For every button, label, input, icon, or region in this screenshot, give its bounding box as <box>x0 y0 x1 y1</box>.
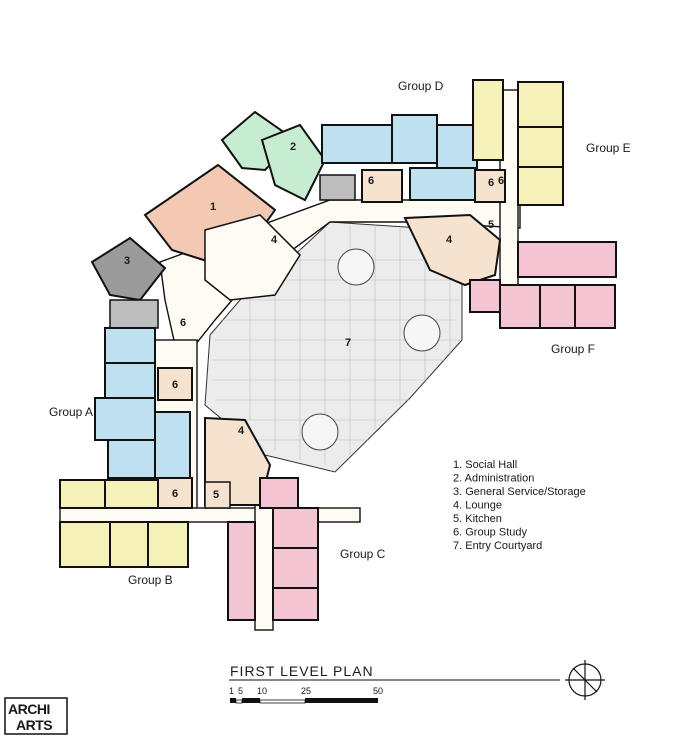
label-study-left: 6 <box>180 317 186 329</box>
label-study-d: 6 <box>488 177 494 189</box>
page-title: FIRST LEVEL PLAN <box>230 663 374 679</box>
general-service-storage <box>90 236 167 302</box>
group-b-wing <box>59 479 189 568</box>
lounge-center <box>204 214 301 301</box>
group-c-wing <box>227 477 319 621</box>
legend-item: 6. Group Study <box>453 527 527 539</box>
logo-line-1: ARCHI <box>8 701 50 717</box>
scale-tick-25: 25 <box>301 686 311 696</box>
legend-item: 5. Kitchen <box>453 513 502 525</box>
kitchen-c <box>204 481 231 509</box>
room-numbers: 1 2 3 4 4 4 5 5 6 6 6 6 6 6 7 <box>124 141 504 501</box>
lounge-d <box>403 213 502 287</box>
archiarts-logo: ARCHI ARTS <box>4 697 68 735</box>
label-group-e: Group E <box>586 141 631 155</box>
scale-bar: 1 5 10 25 50 <box>229 686 383 704</box>
scale-tick-5: 5 <box>238 686 243 696</box>
label-kitchen-d: 5 <box>488 219 494 231</box>
group-d-wing <box>321 114 478 201</box>
label-social-hall: 1 <box>210 201 216 213</box>
administration-annex <box>260 123 327 202</box>
label-group-b: Group B <box>128 573 173 587</box>
label-lounge-c: 4 <box>238 425 245 437</box>
scale-tick-10: 10 <box>257 686 267 696</box>
label-storage: 3 <box>124 255 130 267</box>
label-study-a: 6 <box>172 379 178 391</box>
label-lounge-center: 4 <box>271 234 278 246</box>
legend-item: 1. Social Hall <box>453 459 517 471</box>
group-a-wing <box>94 327 191 479</box>
legend-item: 2. Administration <box>453 473 534 485</box>
group-e-wing <box>472 79 564 206</box>
north-arrow-icon <box>565 660 605 700</box>
label-courtyard: 7 <box>345 337 351 349</box>
scale-tick-1: 1 <box>229 686 234 696</box>
label-kitchen-c: 5 <box>213 489 219 501</box>
logo-line-2: ARTS <box>16 717 52 733</box>
group-study-ab <box>157 477 193 509</box>
label-group-d: Group D <box>398 79 444 93</box>
utility-d <box>319 174 356 201</box>
group-labels: Group A Group B Group C Group D Group E … <box>49 79 631 587</box>
legend-item: 7. Entry Courtyard <box>453 540 542 552</box>
legend-item: 4. Lounge <box>453 500 502 512</box>
label-group-c: Group C <box>340 547 386 561</box>
label-study-d1: 6 <box>368 175 374 187</box>
group-f-wing <box>469 241 617 329</box>
group-study-d2 <box>474 169 506 203</box>
group-study-d1 <box>361 169 403 203</box>
label-study-ab: 6 <box>172 488 178 500</box>
legend-item: 3. General Service/Storage <box>453 486 586 498</box>
label-administration: 2 <box>290 141 296 153</box>
service-area <box>109 299 159 329</box>
label-lounge-d: 4 <box>446 234 453 246</box>
label-group-a: Group A <box>49 405 93 419</box>
scale-tick-50: 50 <box>373 686 383 696</box>
group-study-a <box>157 367 193 401</box>
label-study-d2: 6 <box>498 175 504 187</box>
label-group-f: Group F <box>551 342 595 356</box>
